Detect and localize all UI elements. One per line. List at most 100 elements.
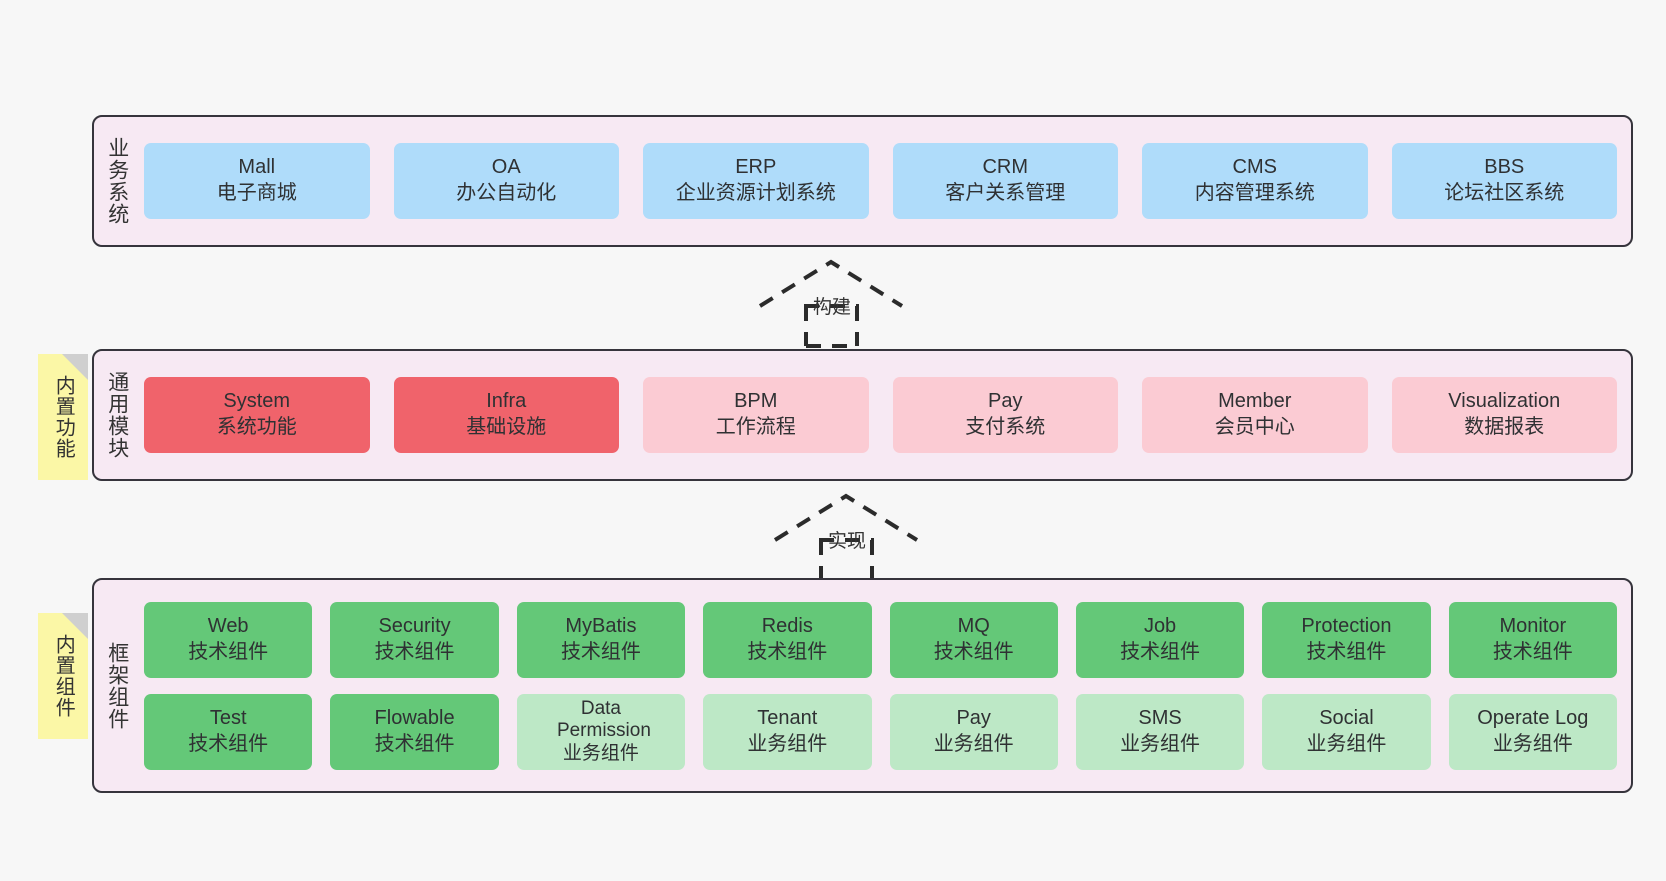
node-row: Test 技术组件 Flowable 技术组件 Data Permission … [144,693,1617,770]
node-subtitle: 企业资源计划系统 [675,182,836,204]
node-subtitle: 技术组件 [374,732,455,755]
node-subtitle: 技术组件 [747,640,828,663]
node-title: CMS [1232,156,1277,179]
node-title: ERP [735,156,777,179]
connector-implement-label: 实现 [827,531,867,552]
layer-title-common-module: 通用模块 [105,371,129,459]
node-title: Social [1319,706,1374,729]
node-security[interactable]: Security 技术组件 [330,601,499,678]
node-subtitle: 数据报表 [1464,416,1545,438]
node-sms[interactable]: SMS 业务组件 [1075,693,1245,770]
layer-body-framework-component: Web 技术组件 Security 技术组件 MyBatis 技术组件 Redi… [140,580,1631,791]
node-title: Member [1218,390,1292,413]
node-title: Operate Log [1477,706,1589,729]
node-title: Pay [988,390,1023,413]
node-subtitle: 电子商城 [216,182,297,204]
node-title: Flowable [374,706,455,729]
node-title: Protection [1301,614,1392,637]
layer-business-system: 业务系统 Mall 电子商城 OA 办公自动化 ERP 企业资源计划系统 CRM… [92,115,1633,247]
node-title: Tenant [757,706,818,729]
layer-title-framework-component: 框架组件 [105,641,129,730]
node-mybatis[interactable]: MyBatis 技术组件 [516,601,686,678]
node-row: Mall 电子商城 OA 办公自动化 ERP 企业资源计划系统 CRM 客户关系… [144,143,1617,219]
node-crm[interactable]: CRM 客户关系管理 [892,143,1118,219]
connector-build-label: 构建 [812,297,852,318]
node-operate-log[interactable]: Operate Log 业务组件 [1448,693,1617,770]
folded-corner-icon [62,354,88,380]
node-social[interactable]: Social 业务组件 [1262,693,1431,770]
connector-build: 构建 [757,258,907,348]
node-pay[interactable]: Pay 支付系统 [892,377,1118,453]
sticky-note-builtin-function: 内置功能 [38,354,88,480]
node-mq[interactable]: MQ 技术组件 [889,601,1058,678]
node-title: Pay [956,706,991,729]
node-subtitle: 业务组件 [747,732,828,755]
node-job[interactable]: Job 技术组件 [1075,601,1245,678]
node-subtitle: 内容管理系统 [1194,182,1315,204]
node-subtitle: 业务组件 [1492,732,1573,755]
node-subtitle: 业务组件 [933,732,1014,755]
node-subtitle: 业务组件 [1306,732,1387,755]
node-title: Security [378,614,451,637]
node-erp[interactable]: ERP 企业资源计划系统 [643,143,869,219]
folded-corner-icon [62,613,88,639]
node-subtitle: 技术组件 [188,732,269,755]
layer-title-business-system: 业务系统 [105,137,129,225]
node-title: System [223,390,291,413]
node-subtitle: 业务组件 [562,742,639,764]
node-test[interactable]: Test 技术组件 [144,693,313,770]
node-subtitle: 基础设施 [466,416,547,438]
node-title: Data Permission [556,697,651,742]
node-pay-component[interactable]: Pay 业务组件 [889,693,1058,770]
node-infra[interactable]: Infra 基础设施 [393,377,619,453]
node-subtitle: 技术组件 [374,640,455,663]
node-redis[interactable]: Redis 技术组件 [703,601,872,678]
connector-build-shape [758,259,904,348]
node-subtitle: 技术组件 [1492,640,1573,663]
node-web[interactable]: Web 技术组件 [144,601,313,678]
node-bbs[interactable]: BBS 论坛社区系统 [1391,143,1617,219]
node-subtitle: 论坛社区系统 [1444,182,1565,204]
node-monitor[interactable]: Monitor 技术组件 [1448,601,1617,678]
layer-body-business-system: Mall 电子商城 OA 办公自动化 ERP 企业资源计划系统 CRM 客户关系… [140,117,1631,245]
layer-common-module: 通用模块 System 系统功能 Infra 基础设施 BPM 工作流程 Pay… [92,349,1633,481]
node-row: System 系统功能 Infra 基础设施 BPM 工作流程 Pay 支付系统… [144,377,1617,453]
node-tenant[interactable]: Tenant 业务组件 [703,693,872,770]
node-title: Infra [486,390,527,413]
node-subtitle: 会员中心 [1214,416,1295,438]
node-title: Web [207,614,249,637]
sticky-note-builtin-component: 内置组件 [38,613,88,739]
node-subtitle: 技术组件 [1306,640,1387,663]
node-title: CRM [982,156,1029,179]
node-subtitle: 办公自动化 [456,182,557,204]
node-row: Web 技术组件 Security 技术组件 MyBatis 技术组件 Redi… [144,601,1617,678]
node-title: Visualization [1448,390,1561,413]
node-bpm[interactable]: BPM 工作流程 [643,377,869,453]
sticky-note-label: 内置组件 [52,634,75,718]
node-title: MyBatis [565,614,637,637]
node-system[interactable]: System 系统功能 [144,377,370,453]
node-subtitle: 技术组件 [1120,640,1201,663]
node-title: BBS [1484,156,1525,179]
node-mall[interactable]: Mall 电子商城 [144,143,370,219]
node-title: Monitor [1499,614,1567,637]
node-subtitle: 技术组件 [560,640,641,663]
node-subtitle: 支付系统 [965,416,1046,438]
layer-framework-component: 框架组件 Web 技术组件 Security 技术组件 MyBatis 技术组件… [92,578,1633,793]
node-flowable[interactable]: Flowable 技术组件 [330,693,499,770]
node-title: BPM [734,390,778,413]
node-subtitle: 技术组件 [188,640,269,663]
node-title: Test [209,706,247,729]
node-oa[interactable]: OA 办公自动化 [393,143,619,219]
node-subtitle: 技术组件 [933,640,1014,663]
node-subtitle: 系统功能 [216,416,297,438]
sticky-note-label: 内置功能 [52,375,75,459]
node-subtitle: 工作流程 [715,416,796,438]
node-data-permission[interactable]: Data Permission 业务组件 [516,693,686,770]
node-visualization[interactable]: Visualization 数据报表 [1391,377,1617,453]
node-title: Job [1143,614,1177,637]
layer-body-common-module: System 系统功能 Infra 基础设施 BPM 工作流程 Pay 支付系统… [140,351,1631,479]
node-member[interactable]: Member 会员中心 [1142,377,1368,453]
node-protection[interactable]: Protection 技术组件 [1262,601,1431,678]
node-cms[interactable]: CMS 内容管理系统 [1142,143,1368,219]
